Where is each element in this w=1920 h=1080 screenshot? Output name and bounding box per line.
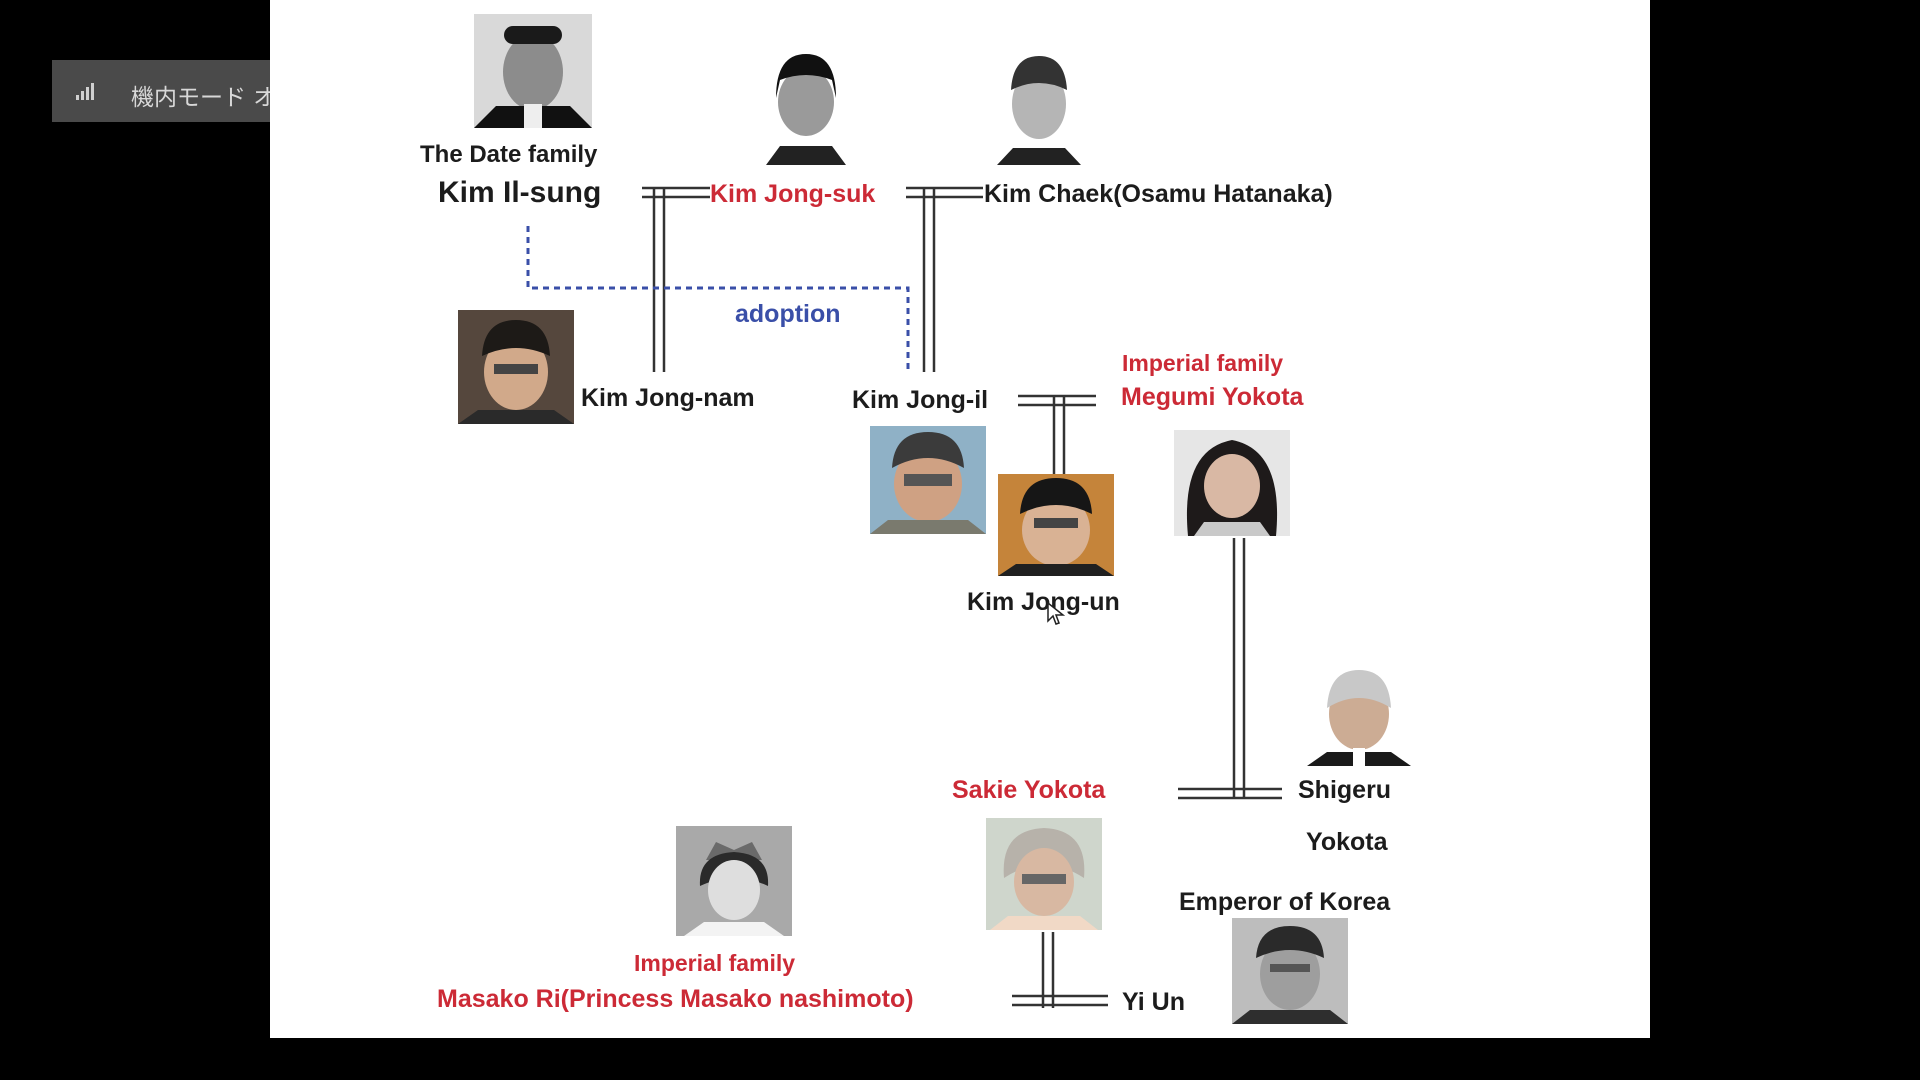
date-family-label: The Date family bbox=[420, 141, 598, 168]
imperial-family-label-2: Imperial family bbox=[634, 950, 796, 976]
kim-jong-un-photo bbox=[998, 474, 1114, 576]
kim-jong-nam-label: Kim Jong-nam bbox=[581, 384, 755, 412]
kim-jong-nam-photo bbox=[458, 310, 574, 424]
sakie-yokota-photo bbox=[986, 818, 1102, 930]
emperor-of-korea-label: Emperor of Korea bbox=[1179, 888, 1391, 916]
shigeru-label: Shigeru bbox=[1298, 776, 1392, 804]
shigeru-yokota-photo bbox=[1307, 662, 1411, 766]
yi-un-label: Yi Un bbox=[1122, 988, 1185, 1016]
megumi-yokota-label: Megumi Yokota bbox=[1121, 383, 1304, 411]
yi-un-photo bbox=[1232, 918, 1348, 1024]
kim-chaek-label: Kim Chaek(Osamu Hatanaka) bbox=[984, 180, 1333, 208]
kim-jong-un-label: Kim Jong-un bbox=[967, 588, 1120, 616]
imperial-family-label-1: Imperial family bbox=[1122, 350, 1284, 376]
adoption-label: adoption bbox=[735, 300, 841, 328]
masako-ri-label: Masako Ri(Princess Masako nashimoto) bbox=[437, 985, 914, 1013]
kim-jong-suk-photo bbox=[762, 50, 850, 165]
signal-icon bbox=[76, 82, 100, 100]
kim-jong-suk-label: Kim Jong-suk bbox=[710, 180, 876, 208]
kim-jong-il-label: Kim Jong-il bbox=[852, 386, 989, 414]
kim-il-sung-photo bbox=[474, 14, 592, 128]
mouse-cursor-icon bbox=[1047, 602, 1066, 625]
yokota-label: Yokota bbox=[1306, 828, 1388, 856]
kim-jong-il-photo bbox=[870, 426, 986, 534]
megumi-yokota-photo bbox=[1174, 430, 1290, 536]
family-tree-diagram: The Date family Kim Il-sung Kim Jong-suk… bbox=[270, 0, 1650, 1038]
connector-lines bbox=[526, 186, 1282, 1008]
kim-chaek-photo bbox=[993, 50, 1085, 165]
masako-ri-photo bbox=[676, 826, 792, 936]
kim-il-sung-label: Kim Il-sung bbox=[438, 176, 602, 209]
sakie-yokota-label: Sakie Yokota bbox=[952, 776, 1106, 804]
